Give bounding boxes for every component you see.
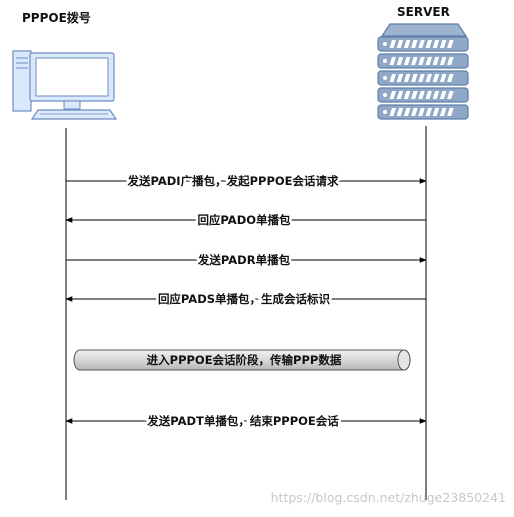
server-slot — [396, 108, 404, 116]
message-label-pads: 回应PADS单播包，生成会话标识 — [158, 292, 331, 306]
server-slot — [396, 74, 404, 82]
server-slot — [396, 57, 404, 65]
server-slot — [418, 91, 425, 99]
server-slot — [439, 74, 447, 82]
server-slot — [396, 91, 404, 99]
server-slot — [432, 74, 440, 82]
server-slot — [425, 91, 432, 99]
server-slot — [432, 108, 440, 116]
server-slot — [411, 91, 418, 99]
server-title: SERVER — [397, 5, 450, 19]
server-slot — [403, 40, 411, 48]
server-slot — [418, 40, 425, 48]
server-slot — [411, 108, 418, 116]
server-slot — [439, 108, 447, 116]
server-slot — [418, 57, 425, 65]
server-slot — [389, 40, 396, 48]
server-slot — [447, 91, 454, 99]
server-led — [383, 93, 387, 97]
watermark-text: https://blog.csdn.net/zhuge23850241 — [271, 490, 506, 505]
message-label-padt: 发送PADT单播包，结束PPPOE会话 — [146, 414, 339, 428]
server-slot — [447, 74, 454, 82]
server-slot — [389, 74, 396, 82]
server-slot — [403, 108, 411, 116]
server-led — [383, 42, 387, 46]
server-slot — [396, 40, 404, 48]
server-slot — [439, 57, 447, 65]
server-slot — [425, 40, 432, 48]
session-pipe: 进入PPPOE会话阶段，传输PPP数据 — [73, 349, 411, 371]
server-slot — [425, 108, 432, 116]
message-label-pado: 回应PADO单播包 — [197, 213, 291, 227]
server-slot — [432, 57, 440, 65]
server-slot — [447, 40, 454, 48]
server-slot — [439, 91, 447, 99]
desktop-computer-icon — [12, 50, 118, 120]
server-slot — [389, 91, 396, 99]
server-slot — [403, 57, 411, 65]
server-slot — [403, 74, 411, 82]
server-slot — [425, 74, 432, 82]
message-label-padr: 发送PADR单播包 — [197, 253, 291, 267]
server-slot — [447, 108, 454, 116]
server-slot — [403, 91, 411, 99]
server-rack-icon — [377, 23, 469, 120]
server-slot — [411, 57, 418, 65]
server-slot — [418, 74, 425, 82]
client-title: PPPOE拨号 — [22, 10, 91, 25]
server-led — [383, 59, 387, 63]
server-slot — [418, 108, 425, 116]
server-slot — [389, 108, 396, 116]
server-led — [383, 76, 387, 80]
server-slot — [439, 40, 447, 48]
server-slot — [411, 40, 418, 48]
server-slot — [389, 57, 396, 65]
server-slot — [432, 91, 440, 99]
message-label-padi: 发送PADI广播包，发起PPPOE会话请求 — [126, 174, 339, 188]
server-slot — [425, 57, 432, 65]
server-slot — [447, 57, 454, 65]
server-slot — [411, 74, 418, 82]
session-label: 进入PPPOE会话阶段，传输PPP数据 — [147, 353, 342, 367]
server-led — [383, 110, 387, 114]
server-slot — [432, 40, 440, 48]
